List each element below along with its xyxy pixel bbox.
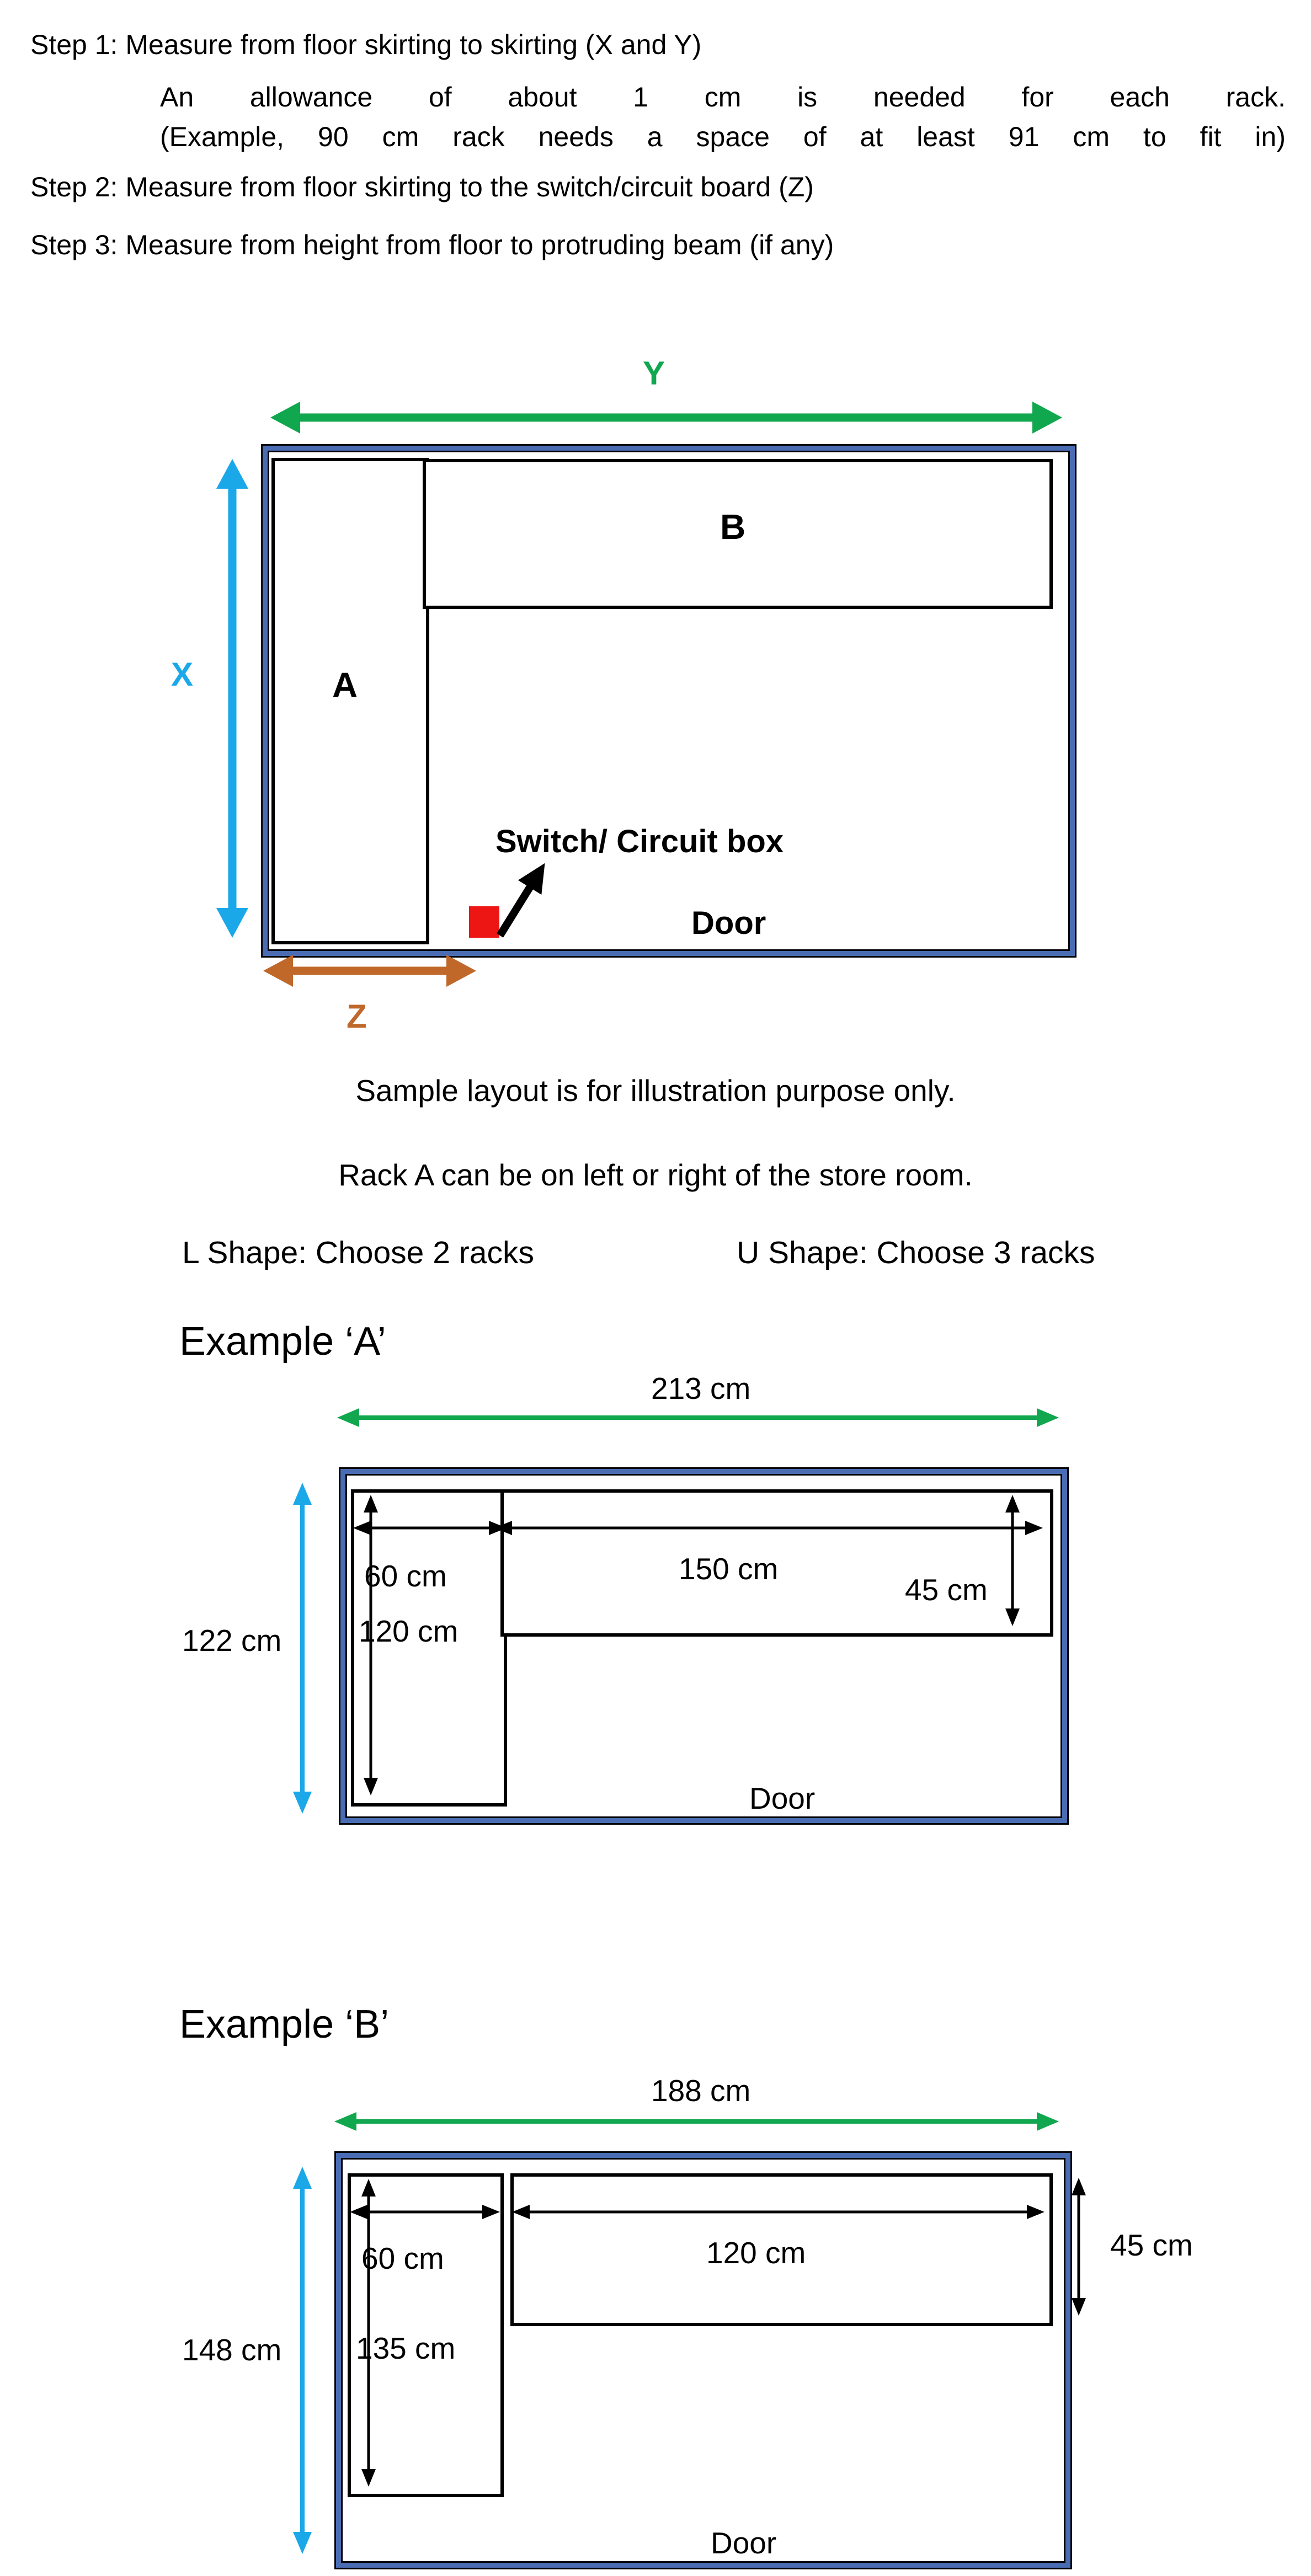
y-dimension-label: Y	[643, 355, 665, 392]
example-b-rack-a-length-arrow	[359, 2179, 379, 2487]
allowance-line: An allowance of about 1 cm is needed for…	[160, 82, 1286, 113]
example-a-rack-a-width-label: 60 cm	[364, 1559, 447, 1593]
rack-a-label: A	[332, 665, 358, 705]
example-b-width-arrow	[334, 2106, 1059, 2137]
rack-a-box	[271, 458, 429, 944]
door-opening	[554, 939, 951, 949]
example-a-rack-b-length-label: 150 cm	[679, 1552, 779, 1586]
step-1-text: Step 1: Measure from floor skirting to s…	[30, 29, 702, 60]
example-a-rack-a-box	[351, 1489, 507, 1807]
example-b-rack-a-box	[348, 2173, 504, 2497]
example-b-rack-a-width-arrow	[350, 2202, 500, 2222]
u-shape-option: U Shape: Choose 3 racks	[737, 1235, 1095, 1270]
main-door-label: Door	[691, 905, 766, 941]
example-a-rack-b-depth-label: 45 cm	[905, 1573, 988, 1607]
example-a-height-label: 122 cm	[182, 1623, 282, 1658]
example-a-title: Example ‘A’	[179, 1319, 386, 1364]
example-a-door-opening	[589, 1806, 990, 1816]
example-b-rack-b-depth-arrow	[1069, 2178, 1089, 2316]
allowance-example-line: (Example, 90 cm rack needs a space of at…	[160, 121, 1286, 152]
example-b-rack-b-length-arrow	[512, 2202, 1044, 2222]
example-b-height-label: 148 cm	[182, 2333, 282, 2367]
example-b-door-label: Door	[711, 2526, 777, 2560]
x-dimension-label: X	[171, 656, 194, 693]
example-b-rack-a-length-label: 135 cm	[356, 2331, 456, 2365]
example-a-rack-b-box	[500, 1489, 1053, 1637]
step-2-text: Step 2: Measure from floor skirting to t…	[30, 172, 814, 202]
rack-b-label: B	[720, 507, 746, 547]
z-dimension-label: Z	[347, 998, 367, 1035]
switch-box-marker	[469, 906, 499, 938]
example-b-title: Example ‘B’	[179, 2002, 390, 2046]
example-a-rack-b-length-arrow	[494, 1518, 1043, 1538]
rack-position-note: Rack A can be on left or right of the st…	[338, 1158, 973, 1192]
switch-pointer-arrow	[497, 863, 545, 938]
y-dimension-arrow	[270, 402, 1062, 434]
example-b-rack-a-width-label: 60 cm	[361, 2241, 444, 2275]
allowance-note: An allowance of about 1 cm is needed for…	[160, 77, 1286, 157]
example-a-width-arrow	[337, 1402, 1059, 1433]
example-a-door-label: Door	[749, 1781, 816, 1815]
example-a-rack-a-length-arrow	[361, 1495, 381, 1795]
example-a-rack-a-length-label: 120 cm	[359, 1614, 459, 1648]
example-a-width-label: 213 cm	[651, 1371, 751, 1405]
example-b-width-label: 188 cm	[651, 2073, 751, 2108]
example-b-door-opening	[530, 2551, 938, 2561]
z-dimension-arrow	[263, 955, 476, 987]
x-dimension-arrow	[216, 459, 248, 938]
example-a-height-arrow	[287, 1483, 318, 1814]
switch-circuit-box-label: Switch/ Circuit box	[495, 824, 784, 859]
rack-b-box	[423, 459, 1053, 609]
example-a-rack-b-depth-arrow	[1003, 1495, 1022, 1626]
l-shape-option: L Shape: Choose 2 racks	[182, 1235, 534, 1270]
example-b-rack-b-box	[510, 2173, 1053, 2326]
example-b-rack-b-depth-label: 45 cm	[1110, 2228, 1193, 2262]
step-3-text: Step 3: Measure from height from floor t…	[30, 229, 834, 260]
example-b-height-arrow	[287, 2167, 318, 2554]
example-b-rack-b-length-label: 120 cm	[706, 2236, 806, 2270]
sample-layout-note: Sample layout is for illustration purpos…	[355, 1073, 956, 1108]
